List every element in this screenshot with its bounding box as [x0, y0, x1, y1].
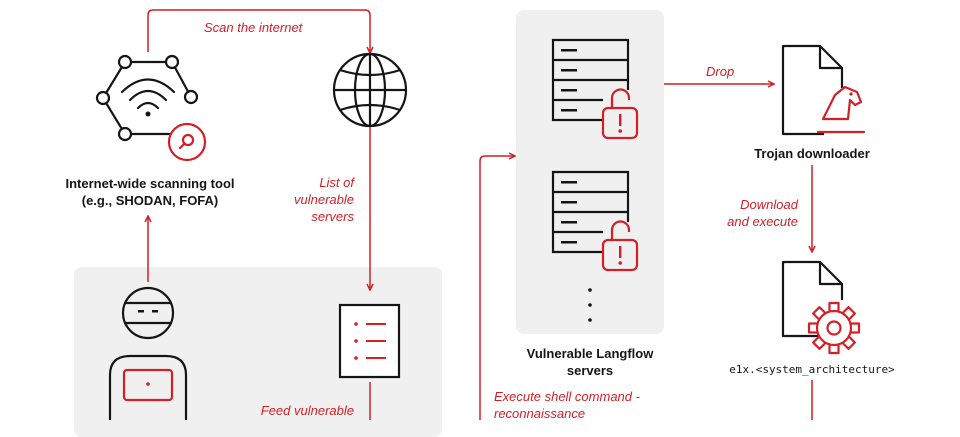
attacker-icon	[108, 286, 188, 420]
trojan-downloader-label: Trojan downloader	[754, 146, 870, 161]
server-icon	[551, 170, 630, 254]
ellipsis-icon	[588, 288, 592, 322]
target-list-icon	[338, 303, 401, 379]
feed-edge-label: Feed vulnerable	[260, 403, 354, 418]
drop-edge-label: Drop	[706, 64, 735, 79]
scan-edge-label: Scan the internet	[204, 20, 303, 35]
flow-connectors	[0, 9, 960, 420]
document-icon	[781, 260, 844, 338]
globe-icon	[332, 52, 408, 128]
unlock-warning-icon	[601, 220, 639, 272]
trojan-horse-icon	[816, 85, 866, 134]
unlock-warning-icon	[601, 88, 639, 140]
download-edge-label: Download and execute	[727, 197, 798, 229]
execute-arrow	[479, 156, 515, 420]
scan-arrow	[147, 9, 370, 53]
network-scan-icon	[95, 54, 199, 142]
magnifier-icon	[167, 122, 207, 162]
laptop-icon	[122, 368, 174, 402]
execute-edge-label: Execute shell command - reconnaissance	[494, 389, 640, 421]
gear-icon	[807, 301, 861, 355]
server-icon	[551, 38, 630, 122]
vulnerable-servers-label: Vulnerable Langflow servers	[526, 346, 654, 378]
scanning-tool-label: Internet-wide scanning tool (e.g., SHODA…	[65, 176, 235, 208]
list-edge-label: List of vulnerable servers	[294, 175, 354, 224]
document-icon	[781, 44, 844, 136]
payload-label: e1x.<system_architecture>	[729, 363, 895, 376]
